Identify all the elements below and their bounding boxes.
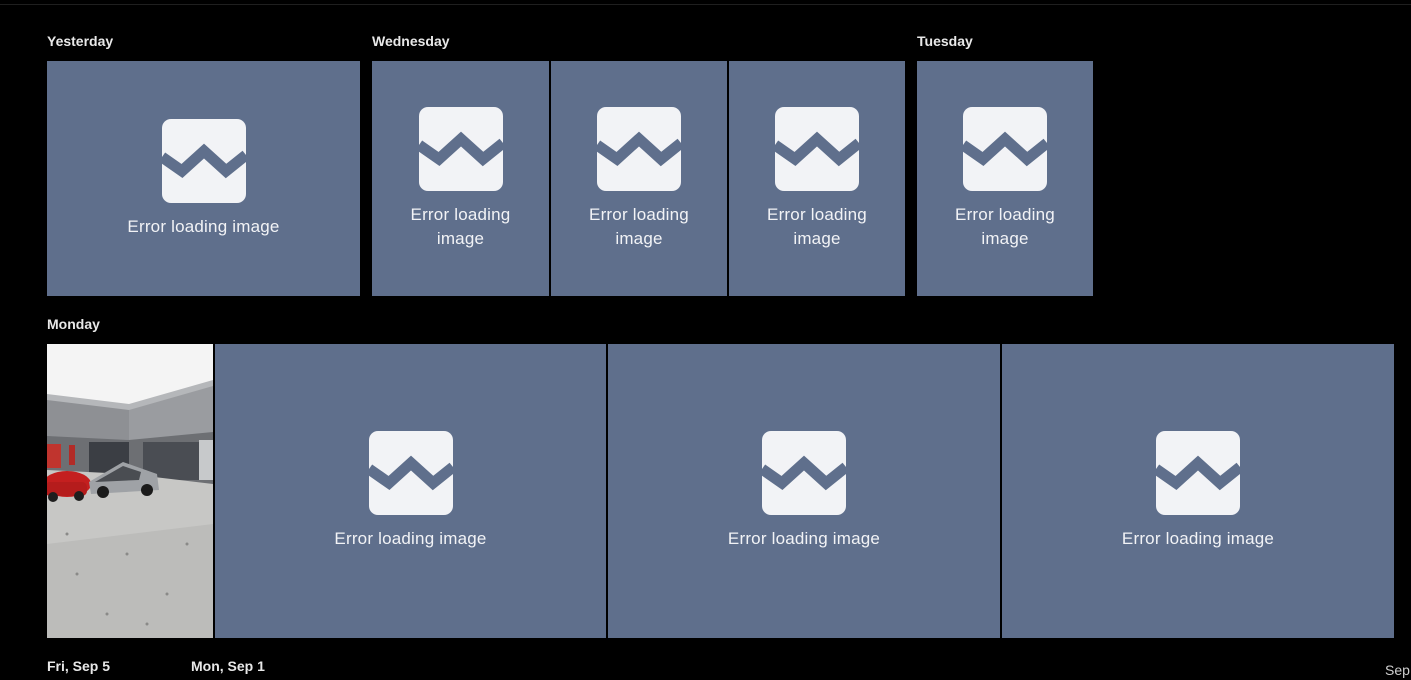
photo-tile-error[interactable]: Error loading image [372, 61, 549, 296]
error-text-line: image [793, 228, 841, 248]
photo-tile-error[interactable]: Error loading image [551, 61, 727, 296]
broken-image-icon [368, 431, 453, 515]
error-text: Error loading image [1121, 529, 1275, 548]
group-label-tuesday: Tuesday [917, 33, 973, 49]
broken-image-icon [775, 106, 859, 191]
error-text-line: image [981, 228, 1029, 248]
group-label-monday: Monday [47, 316, 100, 332]
photo-tile-error[interactable]: Error loading image [47, 61, 360, 296]
photo-image [47, 344, 213, 638]
timeline-label-fri-sep-5[interactable]: Fri, Sep 5 [47, 658, 111, 674]
broken-image-icon [762, 431, 846, 515]
error-text: Error loading image [589, 203, 689, 251]
photo-tile-error[interactable]: Error loading image [917, 61, 1093, 296]
error-text-line: image [615, 228, 663, 248]
group-label-wednesday: Wednesday [372, 33, 450, 49]
error-text: Error loading image [127, 216, 280, 236]
error-text: Error loading image [955, 203, 1055, 251]
error-text: Error loading image [334, 529, 487, 548]
broken-image-icon [963, 106, 1047, 191]
photo-tile-error[interactable]: Error loading image [729, 61, 905, 296]
broken-image-icon [597, 106, 681, 191]
error-text-line: Error loading [955, 204, 1055, 224]
error-text-line: Error loading [410, 204, 511, 224]
error-text-line: Error loading [767, 204, 867, 224]
photo-tile-error[interactable]: Error loading image [608, 344, 1000, 638]
broken-image-icon [161, 118, 246, 203]
error-text: Error loading image [767, 203, 867, 251]
timeline-label-mon-sep-1[interactable]: Mon, Sep 1 [191, 658, 265, 674]
top-divider [0, 4, 1411, 5]
broken-image-icon [1156, 431, 1240, 515]
photo-tile-thumbnail[interactable] [47, 344, 213, 638]
error-text: Error loading image [727, 529, 881, 548]
error-text-line: Error loading [589, 204, 689, 224]
photo-tile-error[interactable]: Error loading image [215, 344, 606, 638]
timeline-label-sep[interactable]: Sep [1385, 662, 1410, 678]
photo-tile-error[interactable]: Error loading image [1002, 344, 1394, 638]
error-text-line: image [436, 228, 485, 248]
error-text: Error loading image [411, 203, 511, 251]
broken-image-icon [418, 106, 503, 191]
group-label-yesterday: Yesterday [47, 33, 114, 49]
